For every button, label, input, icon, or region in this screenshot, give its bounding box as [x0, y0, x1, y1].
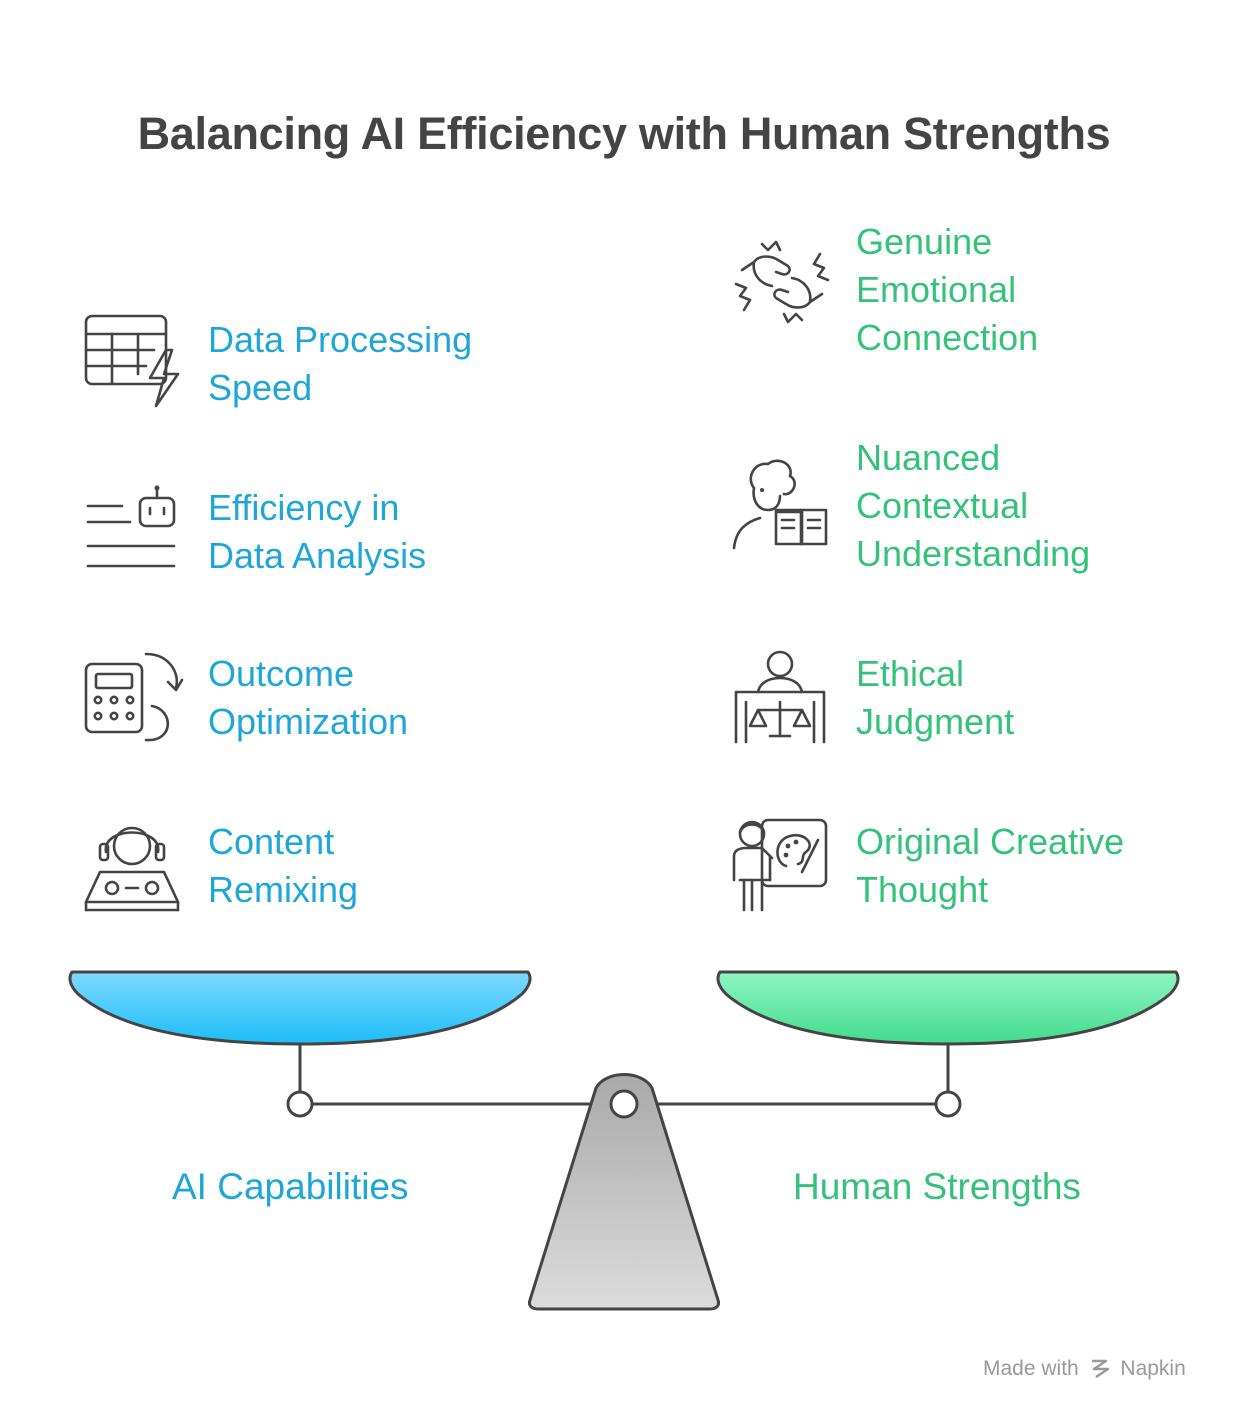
- human-strengths-label: Human Strengths: [793, 1166, 1081, 1207]
- table-lightning-icon: [84, 314, 184, 414]
- dj-mixer-icon: [84, 818, 184, 918]
- ai-pan: [68, 970, 532, 1046]
- page-title: Balancing AI Efficiency with Human Stren…: [137, 108, 1111, 159]
- napkin-logo-icon: [1089, 1357, 1111, 1379]
- watermark: Made with Napkin: [983, 1357, 1186, 1381]
- fist-bump-icon: [732, 236, 832, 336]
- robot-list-icon: [84, 484, 184, 584]
- center-pivot: [609, 1089, 639, 1119]
- watermark-prefix: Made with: [983, 1357, 1079, 1380]
- scale-fulcrum: [528, 1073, 720, 1311]
- watermark-brand: Napkin: [1120, 1357, 1186, 1380]
- judge-scales-icon: [732, 650, 832, 750]
- reading-person-icon: [732, 456, 832, 556]
- painter-easel-icon: [732, 818, 832, 918]
- calculator-cycle-icon: [84, 650, 184, 750]
- human-pivot: [934, 1090, 962, 1118]
- human-pan: [716, 970, 1180, 1046]
- ai-capabilities-label: AI Capabilities: [172, 1166, 409, 1207]
- ai-pivot: [286, 1090, 314, 1118]
